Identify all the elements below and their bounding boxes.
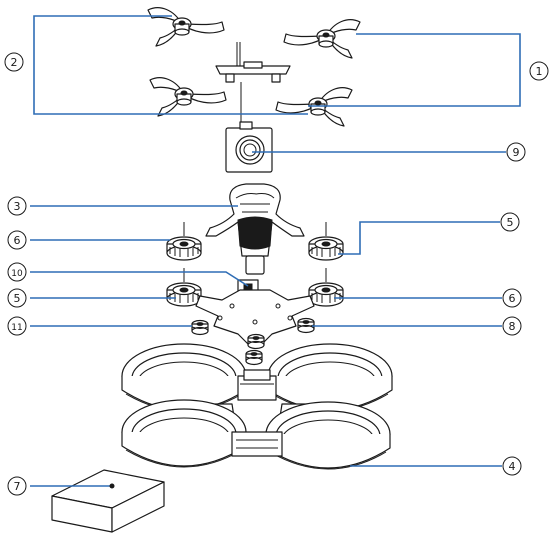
duct-frame — [121, 343, 393, 470]
damper-right — [297, 317, 315, 334]
motor-upper-left — [166, 221, 202, 261]
svg-text:6: 6 — [14, 234, 21, 247]
leader-lines — [30, 15, 521, 489]
callout-8: 8 — [502, 316, 522, 336]
callout-7: 7 — [7, 476, 27, 496]
svg-text:1: 1 — [536, 65, 543, 78]
svg-text:4: 4 — [509, 460, 516, 473]
svg-text:11: 11 — [11, 323, 22, 333]
callout-5-left: 5 — [7, 288, 27, 308]
canopy — [205, 183, 305, 275]
callout-1: 1 — [529, 61, 549, 81]
motor-lower-left — [166, 267, 202, 307]
camera-module — [225, 121, 273, 173]
svg-text:7: 7 — [14, 480, 21, 493]
callout-3: 3 — [7, 196, 27, 216]
damper-center-lower — [245, 349, 263, 366]
propeller-top-right — [283, 19, 361, 59]
svg-text:5: 5 — [507, 216, 514, 229]
damper-left — [191, 319, 209, 336]
callout-6-right: 6 — [502, 288, 522, 308]
svg-text:2: 2 — [11, 56, 18, 69]
frame-plate — [195, 289, 315, 347]
callout-5-right: 5 — [500, 212, 520, 232]
propeller-top-left — [147, 7, 225, 47]
antenna-mount — [215, 42, 291, 128]
motor-lower-right — [308, 267, 344, 307]
battery — [51, 469, 165, 533]
svg-text:3: 3 — [14, 200, 21, 213]
svg-text:10: 10 — [11, 269, 23, 279]
callout-2: 2 — [4, 52, 24, 72]
callout-10: 10 — [7, 262, 27, 282]
propeller-mid-right — [275, 87, 353, 127]
svg-text:9: 9 — [513, 146, 520, 159]
damper-center — [247, 333, 265, 350]
svg-text:8: 8 — [509, 320, 516, 333]
svg-text:6: 6 — [509, 292, 516, 305]
svg-text:5: 5 — [14, 292, 21, 305]
callout-6-left: 6 — [7, 230, 27, 250]
callout-11: 11 — [7, 316, 27, 336]
propeller-mid-left — [149, 77, 227, 117]
motor-upper-right — [308, 221, 344, 261]
callout-9: 9 — [506, 142, 526, 162]
callout-4: 4 — [502, 456, 522, 476]
